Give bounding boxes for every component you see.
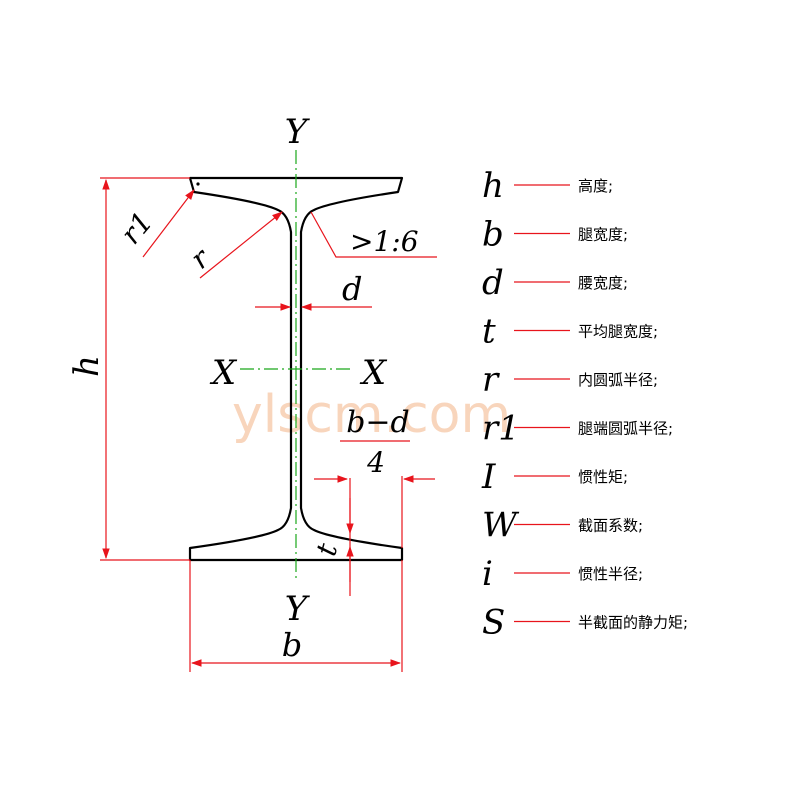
x-axis-label-right: X	[359, 353, 388, 393]
legend-row: d 腰宽度;	[482, 263, 628, 303]
legend-symbol: t	[482, 312, 496, 352]
b-label: b	[282, 626, 302, 664]
legend-row: r 内圆弧半径;	[482, 360, 658, 400]
legend-symbol: I	[481, 457, 496, 497]
t-label: t	[309, 539, 344, 559]
d-label: d	[342, 270, 362, 308]
legend-description: 惯性半径;	[578, 565, 643, 583]
legend-row: r1 腿端圆弧半径;	[482, 409, 673, 449]
legend-symbol: d	[482, 263, 504, 303]
y-axis-label-bottom: Y	[285, 589, 311, 629]
legend-description: 内圆弧半径;	[578, 371, 658, 389]
legend-symbol: b	[482, 215, 504, 255]
slope-leader	[310, 211, 437, 258]
legend-symbol: r1	[482, 409, 520, 449]
legend-description: 腿宽度;	[578, 226, 628, 244]
y-axis-label-top: Y	[285, 112, 311, 152]
r-label: r	[184, 241, 217, 276]
legend-symbol: h	[482, 166, 504, 206]
r1-leader	[142, 189, 195, 258]
r1-center-dot	[196, 182, 200, 186]
bd4-denominator: 4	[366, 446, 385, 479]
legend-symbol: r	[482, 360, 500, 400]
symbol-legend: h 高度; b 腿宽度; d 腰宽度; t 平均腿宽度; r 内圆弧半径; r1 腿端圆弧半径; I 惯性…	[481, 166, 688, 643]
watermark-text: ylscm.com	[232, 385, 511, 445]
bd4-numerator: b−d	[346, 405, 410, 440]
legend-description: 腰宽度;	[578, 274, 628, 292]
slope-label: >1:6	[350, 225, 419, 258]
legend-symbol: i	[482, 554, 493, 594]
legend-row: t 平均腿宽度;	[482, 312, 658, 352]
legend-row: I 惯性矩;	[481, 457, 628, 497]
r-leader	[199, 211, 283, 279]
legend-description: 截面系数;	[578, 517, 643, 535]
legend-description: 半截面的静力矩;	[578, 614, 688, 632]
h-label: h	[67, 355, 107, 377]
legend-description: 高度;	[578, 177, 613, 195]
legend-row: h 高度;	[482, 166, 613, 206]
legend-symbol: S	[482, 603, 505, 643]
legend-row: W 截面系数;	[482, 506, 643, 546]
x-axis-label-left: X	[209, 353, 238, 393]
legend-row: i 惯性半径;	[482, 554, 643, 594]
legend-description: 平均腿宽度;	[578, 323, 658, 341]
legend-symbol: W	[482, 506, 520, 546]
legend-row: S 半截面的静力矩;	[482, 603, 688, 643]
legend-description: 腿端圆弧半径;	[578, 420, 673, 438]
legend-row: b 腿宽度;	[482, 215, 628, 255]
legend-description: 惯性矩;	[578, 468, 628, 486]
